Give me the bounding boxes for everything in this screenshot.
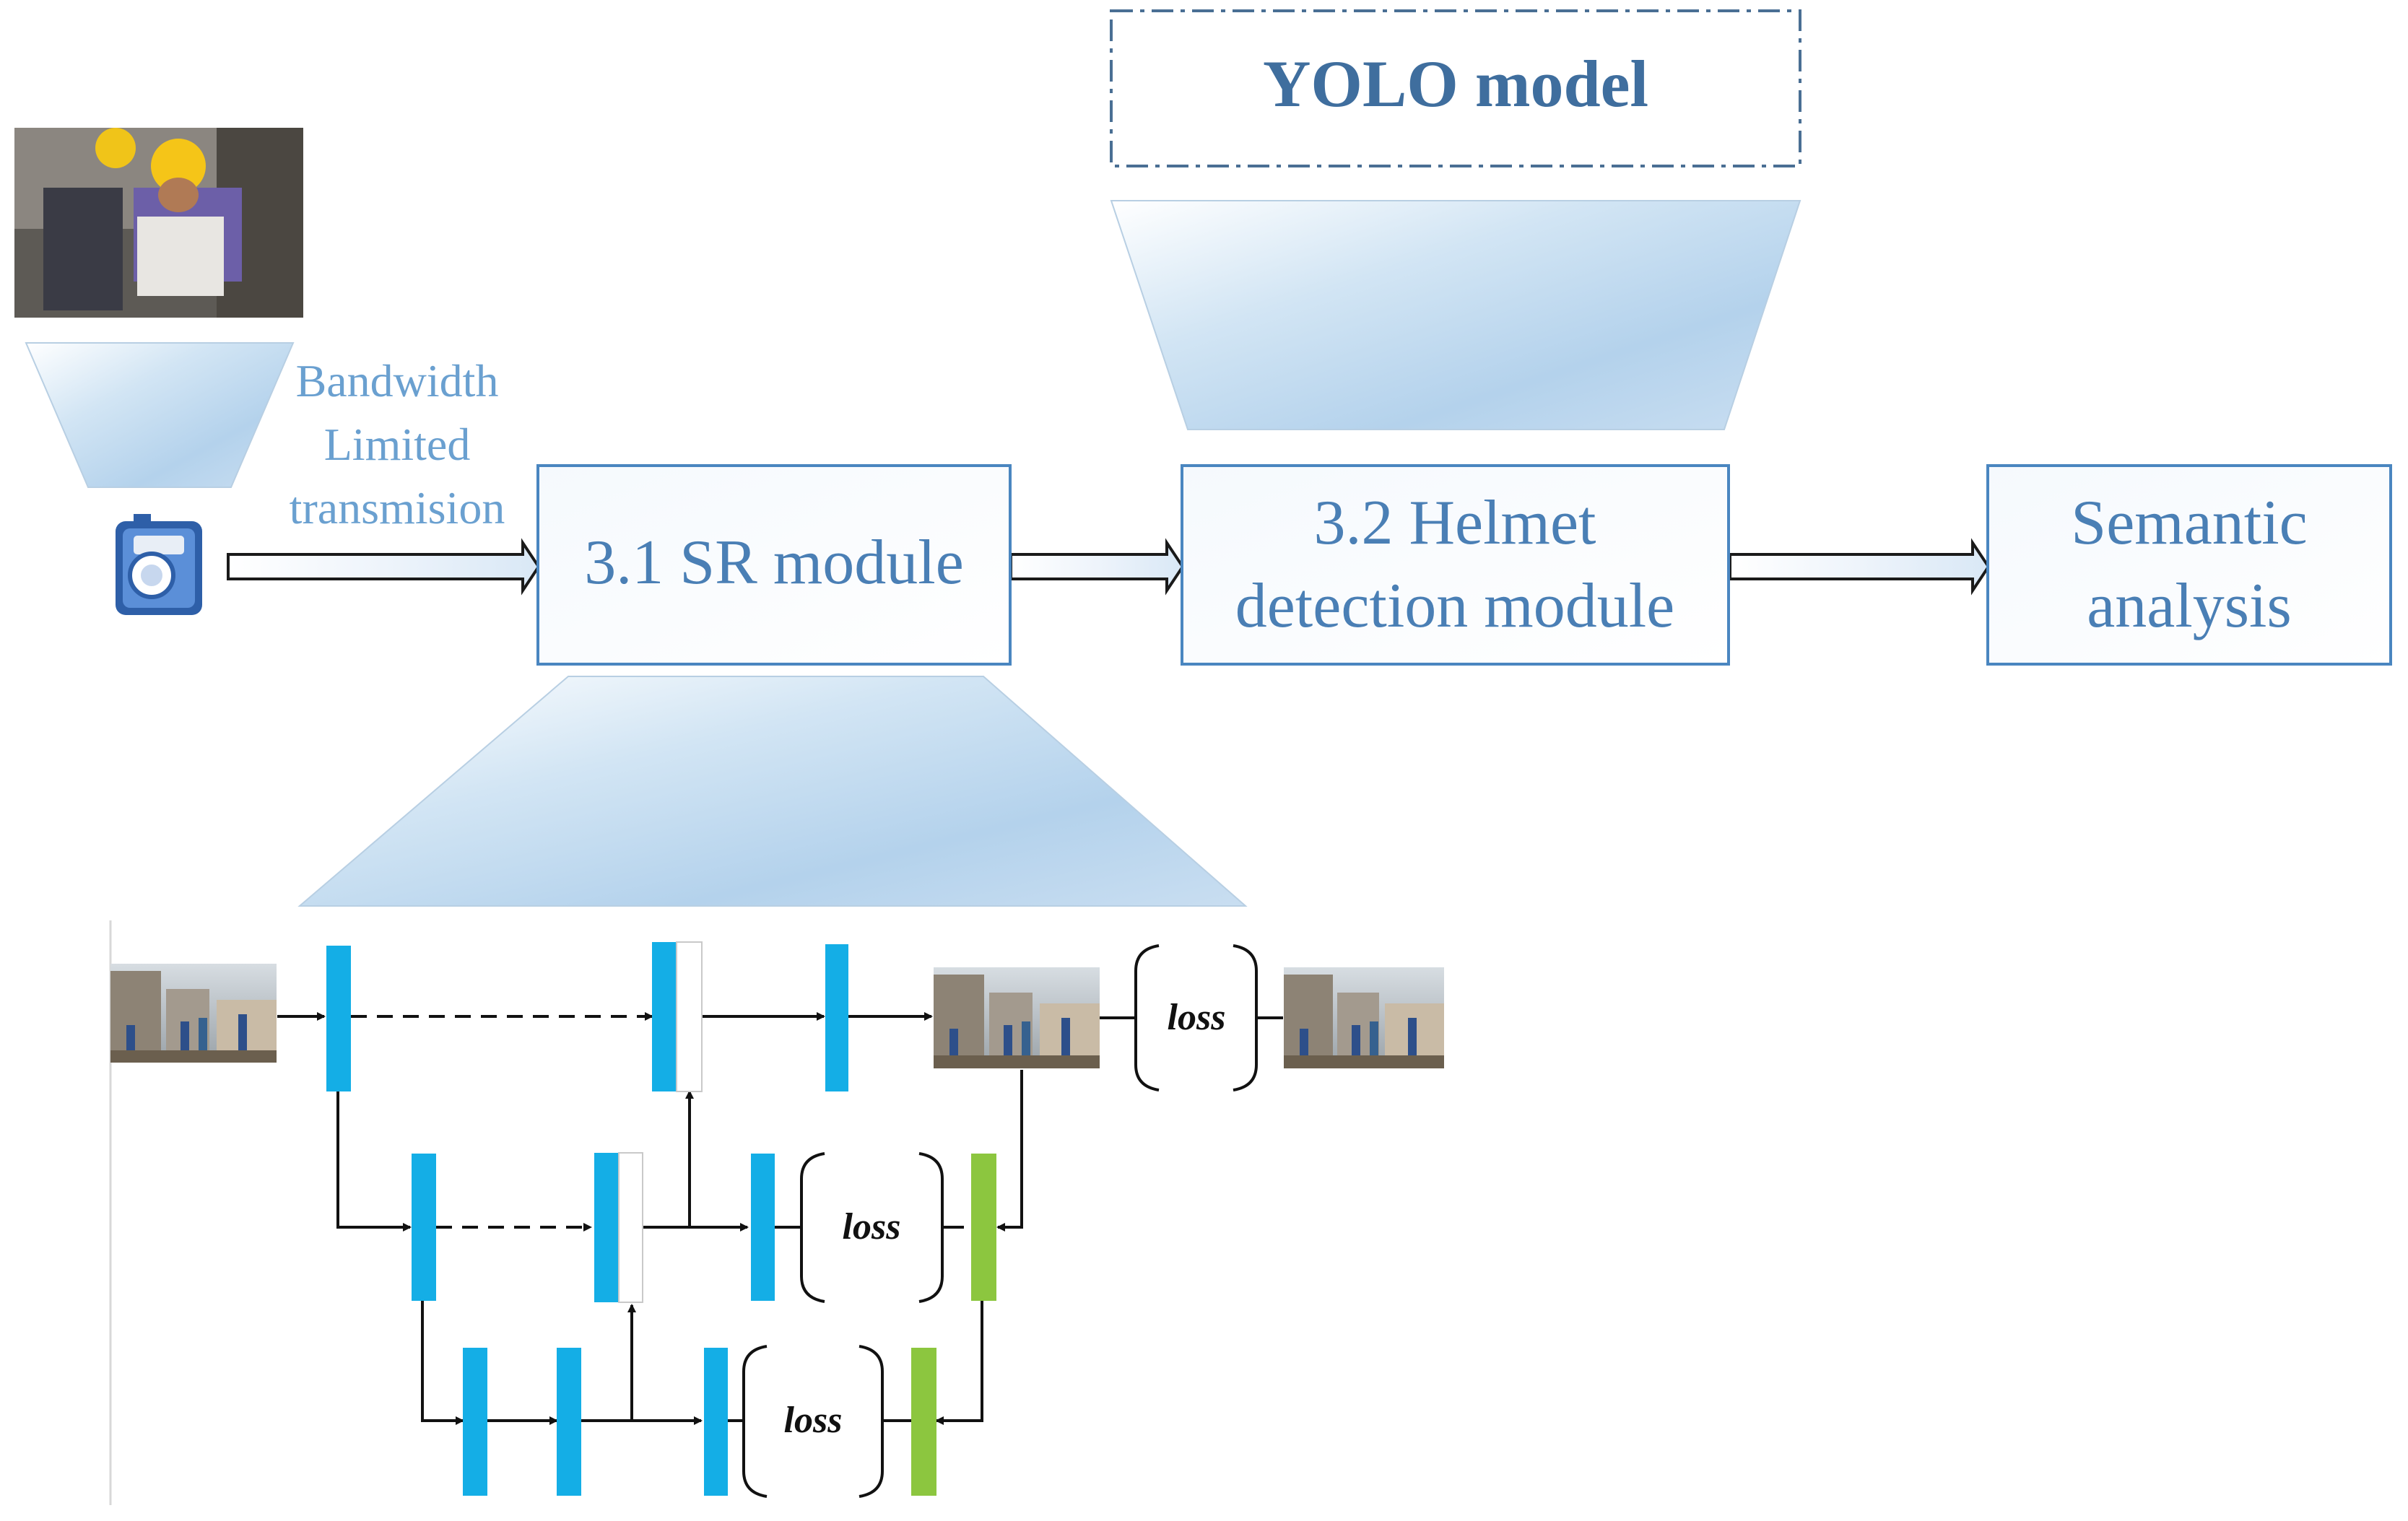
- capture-trapezoid: [25, 342, 295, 488]
- helmet-module-line1: 3.2 Helmet: [1313, 488, 1596, 558]
- loss-bot-left-bracket: [742, 1345, 768, 1498]
- layer-enc-2: [412, 1154, 436, 1301]
- helmet-module-box: [1181, 464, 1730, 666]
- yolo-model-label: YOLO model: [1263, 47, 1648, 121]
- edge-l1-down: [336, 1091, 412, 1232]
- layer-enc-3b: [557, 1348, 581, 1496]
- layer-out-2-green: [971, 1154, 996, 1301]
- edge-green1-down: [935, 1299, 983, 1425]
- ground-truth-image: [1284, 967, 1444, 1068]
- input-lr-image: [110, 964, 277, 1063]
- sr-module-box: [536, 464, 1012, 666]
- yolo-trapezoid: [1110, 200, 1801, 430]
- loss-top-left-bracket: [1134, 944, 1160, 1091]
- helmet-module-line2: detection module: [1235, 571, 1674, 641]
- layer-enc-1: [326, 946, 351, 1091]
- arrow-camera-to-sr: [227, 538, 541, 596]
- arrow-helmet-to-semantic: [1729, 538, 1991, 596]
- loss-mid-right-bracket: [918, 1152, 944, 1303]
- layer-out-3-green: [911, 1348, 936, 1496]
- loss-mid-left-bracket: [800, 1152, 825, 1303]
- sr-output-image: [934, 967, 1100, 1068]
- edge-m1-down: [421, 1301, 464, 1425]
- layer-concat-1: [652, 942, 677, 1091]
- loss-middle-label: loss: [843, 1206, 901, 1247]
- layer-concat-1-skip: [676, 941, 703, 1092]
- loss-top-label: loss: [1168, 997, 1226, 1038]
- bandwidth-line1: Bandwidth: [296, 355, 499, 406]
- layer-enc-3a: [463, 1348, 487, 1496]
- loss-bot-right-bracket: [859, 1345, 884, 1498]
- layer-dec-2: [751, 1154, 775, 1301]
- edge-output-down: [996, 1070, 1023, 1232]
- yolo-model-box: [1110, 9, 1801, 167]
- bandwidth-line2: Limited: [324, 419, 471, 470]
- semantic-analysis-box: [1986, 464, 2392, 666]
- layer-dec-1: [825, 944, 848, 1091]
- loss-top-right-bracket: [1233, 944, 1258, 1091]
- layer-dec-3: [704, 1348, 728, 1496]
- layer-concat-2-skip: [618, 1152, 643, 1303]
- camera-icon: [116, 514, 202, 615]
- loss-bottom-label: loss: [784, 1400, 843, 1441]
- layer-concat-2: [594, 1153, 619, 1302]
- sr-trapezoid: [297, 676, 1248, 907]
- worker-photo: [14, 128, 303, 318]
- semantic-line1: Semantic: [2071, 488, 2307, 558]
- semantic-line2: analysis: [2087, 571, 2292, 641]
- bandwidth-line3: transmision: [290, 482, 505, 533]
- arrow-sr-to-helmet: [1009, 538, 1185, 596]
- sr-module-label: 3.1 SR module: [584, 528, 964, 598]
